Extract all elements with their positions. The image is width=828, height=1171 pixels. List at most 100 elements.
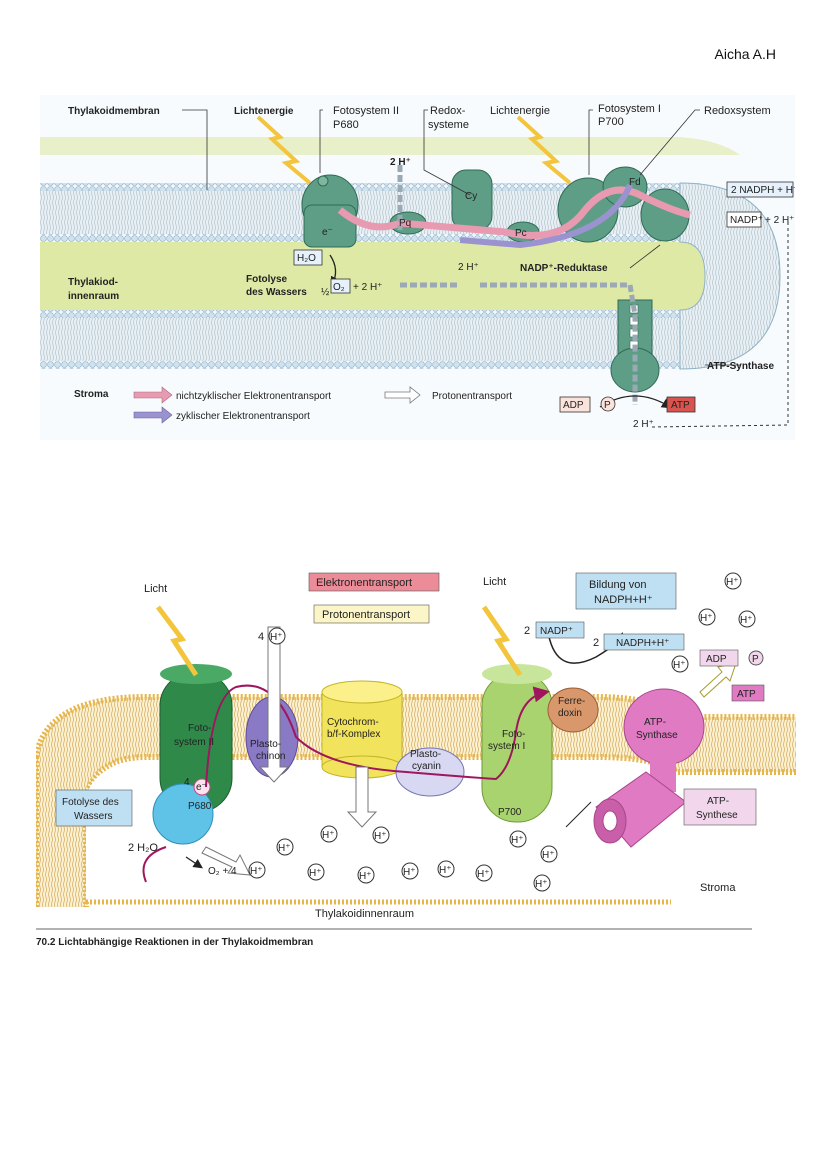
label-atp-synthase-1: ATP-: [644, 717, 666, 728]
h-ion-label: H⁺: [740, 615, 753, 626]
label-ferredoxin-1: Ferre-: [558, 696, 585, 707]
label-lichtenergie-2: Lichtenergie: [490, 105, 550, 117]
light-bolt-right-icon: [481, 605, 523, 677]
legend-pink-arrow-icon: [133, 386, 173, 404]
legend-zyklisch: zyklischer Elektronentransport: [176, 411, 310, 422]
figure-1-thylakoid-diagram: Thylakoidmembran Lichtenergie Fotosystem…: [40, 95, 795, 440]
figure-2-light-reactions: Licht Elektronentransport Protonentransp…: [36, 557, 796, 957]
h-ion: [357, 866, 375, 884]
label-fotolyse-1: Fotolyse: [246, 274, 288, 285]
label-thylakoidmembran: Thylakoidmembran: [68, 106, 160, 117]
cyclic-electron-arrow: [459, 183, 633, 249]
label-plastochinon-1: Plasto-: [250, 739, 281, 750]
atp-synthase: [593, 688, 705, 848]
label-nadp-h: + 2 H⁺: [765, 215, 794, 226]
legend-blue-arrow-icon: [133, 406, 173, 424]
label-redox-systeme-1: Redox-: [430, 105, 466, 117]
label-lichtenergie-1: Lichtenergie: [234, 106, 294, 117]
h-ion: [437, 860, 455, 878]
label-h2o: H₂O: [297, 253, 316, 264]
label-plastochinon-2: chinon: [256, 751, 285, 762]
label-fotosystem1-1: Foto-: [502, 729, 525, 740]
label-fotosystem2-1: Foto-: [188, 723, 211, 734]
label-redoxsystem: Redoxsystem: [704, 105, 771, 117]
h-ion-label: H⁺: [511, 835, 524, 846]
legend-nonzyklisch: nichtzyklischer Elektronentransport: [176, 391, 331, 402]
ferredoxin: [547, 687, 599, 733]
light-bolt-left-icon: [156, 605, 199, 677]
legend-proton: Protonentransport: [432, 391, 512, 402]
label-fotolyse-1: Fotolyse des: [62, 797, 119, 808]
h-ion: [509, 830, 527, 848]
label-licht-1: Licht: [144, 583, 167, 595]
h-ion: [724, 572, 742, 590]
h-ion-label: H⁺: [309, 868, 322, 879]
label-nadph: NADPH+H⁺: [616, 638, 669, 649]
label-o2: O₂ + 4: [208, 866, 237, 877]
h-ion-o2: H⁺: [250, 866, 263, 877]
label-fotosystem2-2: system II: [174, 737, 214, 748]
label-o2: O₂: [333, 282, 345, 293]
label-p: P: [752, 654, 759, 665]
label-o2-frac: ½: [321, 287, 330, 298]
label-electron: e⁻: [196, 782, 207, 793]
label-atp-synthase: ATP-Synthase: [707, 361, 774, 372]
label-plastocyanin-2: cyanin: [412, 761, 441, 772]
label-o2-h: + 2 H⁺: [353, 282, 382, 293]
h-ion-label: H⁺: [374, 831, 387, 842]
label-2h-bottom: 2 H⁺: [633, 419, 654, 430]
h-ion-label: H⁺: [542, 850, 555, 861]
label-elektronentransport: Elektronentransport: [316, 577, 412, 589]
h-ion-label: H⁺: [673, 660, 686, 671]
label-atp-synthese-2: Synthese: [696, 810, 738, 821]
label-innenraum-1: Thylakiod-: [68, 277, 118, 288]
h-ion-label: H⁺: [322, 830, 335, 841]
label-2h2o: 2 H₂O: [128, 842, 158, 854]
label-protonentransport: Protonentransport: [322, 609, 410, 621]
h-ion: [401, 862, 419, 880]
h-ion: [533, 874, 551, 892]
lower-membrane: [40, 310, 700, 368]
h-ion-label: H⁺: [477, 869, 490, 880]
label-fotolyse-2: des Wassers: [246, 287, 307, 298]
figure-caption: 70.2 Lichtabhängige Reaktionen in der Th…: [36, 937, 313, 948]
label-pq: Pq: [399, 218, 411, 229]
label-p680: P680: [333, 119, 359, 131]
photosystem-ii-complex: [301, 174, 359, 248]
label-pc: Pc: [515, 228, 527, 239]
h-ion: [372, 826, 390, 844]
h-ion-label: H⁺: [726, 577, 739, 588]
label-cy: Cy: [465, 191, 477, 202]
label-cytochrom-2: b/f-Komplex: [327, 729, 380, 740]
thylakoid-lumen: [40, 242, 705, 310]
h-ion-label: H⁺: [278, 843, 291, 854]
label-atp-synthese-1: ATP-: [707, 796, 729, 807]
label-fd: Fd: [629, 177, 641, 188]
light-bolt-2-icon: [516, 115, 572, 185]
label-p700: P700: [498, 807, 522, 818]
label-bildung-2: NADPH+H⁺: [594, 594, 653, 606]
h-ion: [698, 608, 716, 626]
label-innenraum-2: innenraum: [68, 291, 119, 302]
electron-path-arrow: [205, 684, 550, 788]
h-ion-label: H⁺: [359, 871, 372, 882]
label-stroma: Stroma: [74, 389, 109, 400]
legend-white-arrow-icon: [384, 386, 421, 404]
light-bolt-1-icon: [256, 115, 312, 185]
label-four-e: 4: [184, 777, 190, 788]
photosystem-ii: [152, 664, 233, 845]
label-adp: ADP: [706, 654, 727, 665]
label-two-nadp: 2: [524, 625, 530, 637]
label-ferredoxin-2: doxin: [558, 708, 582, 719]
label-nadp-reduktase: NADP⁺-Reduktase: [520, 263, 608, 274]
label-p: P: [604, 400, 611, 411]
label-fotolyse-2: Wassers: [74, 811, 113, 822]
h-ion: [671, 655, 689, 673]
label-licht-2: Licht: [483, 576, 506, 588]
label-redox-systeme-2: systeme: [428, 119, 469, 131]
label-p700: P700: [598, 116, 624, 128]
proton-transport-arrow: [397, 165, 638, 405]
h-ion: [738, 610, 756, 628]
label-adp: ADP: [563, 400, 584, 411]
h-ion: [320, 825, 338, 843]
